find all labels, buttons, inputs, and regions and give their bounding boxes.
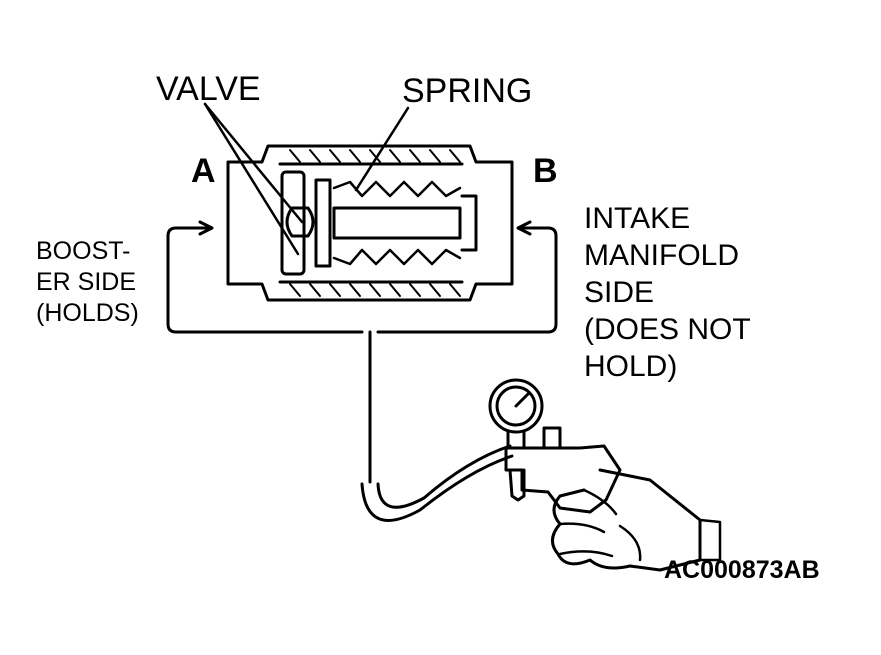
housing-hatch-top xyxy=(289,149,461,163)
valve-label: VALVE xyxy=(156,70,261,108)
hand-outline xyxy=(551,468,702,572)
intake-side-line: MANIFOLD xyxy=(584,239,740,272)
housing-hatch-bottom xyxy=(289,283,461,297)
valve-disc xyxy=(314,178,332,268)
arrow-right xyxy=(516,220,532,236)
booster-side-line: (HOLDS) xyxy=(36,299,139,327)
valve-stem xyxy=(332,206,462,240)
valve-leader-2 xyxy=(203,102,300,256)
spring-label: SPRING xyxy=(402,72,533,110)
valve-housing xyxy=(226,144,514,302)
intake-side-line: HOLD) xyxy=(584,350,678,383)
stem-end xyxy=(460,194,478,252)
hose-right xyxy=(376,226,558,334)
hose-left xyxy=(166,226,364,334)
arrow-left xyxy=(198,220,214,236)
gauge-dial xyxy=(488,378,544,434)
intake-side-line: SIDE xyxy=(584,276,655,309)
spring-leader xyxy=(354,106,410,192)
figure-code: AC000873AB xyxy=(664,556,820,584)
hand-thumb xyxy=(618,524,642,562)
intake-side-line: (DOES NOT xyxy=(584,313,751,346)
pump-body xyxy=(504,444,622,514)
hose-to-pump-outer xyxy=(376,444,512,509)
booster-side-line: ER SIDE xyxy=(36,268,137,296)
hand-cuff xyxy=(698,518,722,562)
hose-to-pump xyxy=(360,454,514,522)
valve-leader xyxy=(203,102,304,224)
gauge-needle xyxy=(514,392,530,408)
booster-side-label: BOOST- ER SIDE (HOLDS) xyxy=(36,236,139,329)
pump-nozzle xyxy=(508,468,526,502)
hand-fingers xyxy=(558,488,618,558)
valve-seat xyxy=(280,170,306,276)
port-a-label: A xyxy=(191,152,216,190)
intake-side-line: INTAKE xyxy=(584,202,691,235)
valve-ball xyxy=(285,206,315,238)
port-b-label: B xyxy=(533,152,558,190)
spring-coils xyxy=(332,180,462,266)
pump-nut xyxy=(542,426,562,450)
intake-side-label: INTAKE MANIFOLD SIDE (DOES NOT HOLD) xyxy=(584,200,751,385)
booster-side-line: BOOST- xyxy=(36,237,131,265)
